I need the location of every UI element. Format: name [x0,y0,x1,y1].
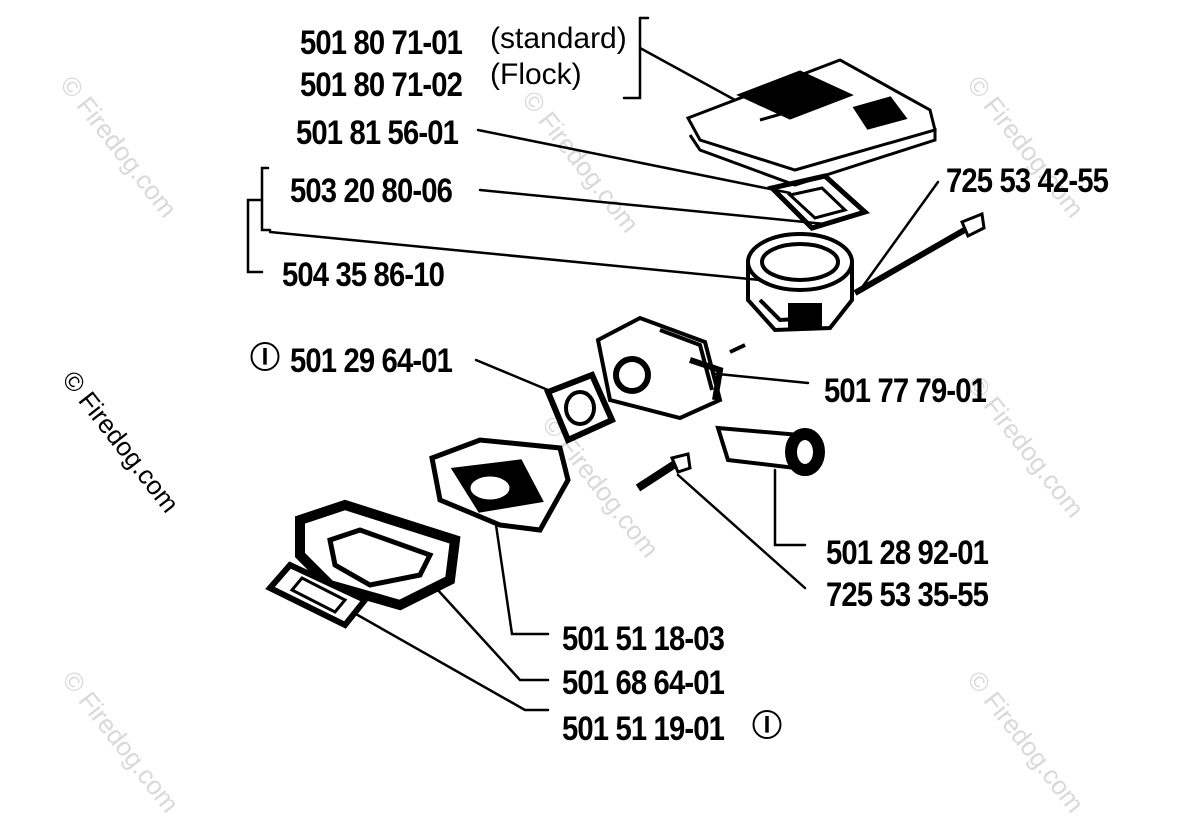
air-filter-part [295,499,461,611]
note-standard: (standard) [490,22,627,55]
info-symbol: Ⓘ [250,341,280,376]
part-number-cover-flock: 501 80 71-02 [300,66,463,104]
note-flock: (Flock) [490,58,582,91]
part-number-cover-standard: 501 80 71-01 [300,24,463,62]
intake-elbow-part [746,232,854,333]
part-number-gasket-bottom: 501 51 19-01 [562,710,725,748]
part-number-screw: 725 53 35-55 [826,576,989,614]
fuel-filter-part [715,425,825,476]
part-number-carburetor: 501 77 79-01 [824,372,987,410]
part-number-carb-gasket: 501 29 64-01 [290,342,453,380]
carb-gasket-part [544,371,616,445]
part-number-filter-holder: 501 51 18-03 [562,620,725,658]
part-number-air-filter: 501 68 64-01 [562,664,725,702]
screw-part [635,452,692,492]
bottom-gasket-part [265,561,370,629]
gasket-part [767,173,870,231]
part-number-gasket-top: 501 81 56-01 [296,114,459,152]
part-number-long-bolt: 725 53 42-55 [946,162,1109,200]
carburetor-part [595,315,746,421]
part-number-gasket-kit: 503 20 80-06 [290,172,453,210]
long-bolt-part [853,211,986,296]
cover-part [685,58,937,187]
part-number-intake-elbow: 504 35 86-10 [282,256,445,294]
info-symbol: Ⓘ [752,709,782,744]
parts-diagram: © Firedog.com © Firedog.com © Firedog.co… [54,16,1109,818]
part-number-fuel-filter: 501 28 92-01 [826,534,989,572]
exploded-view-drawing [246,16,986,712]
filter-holder-part [429,437,571,533]
